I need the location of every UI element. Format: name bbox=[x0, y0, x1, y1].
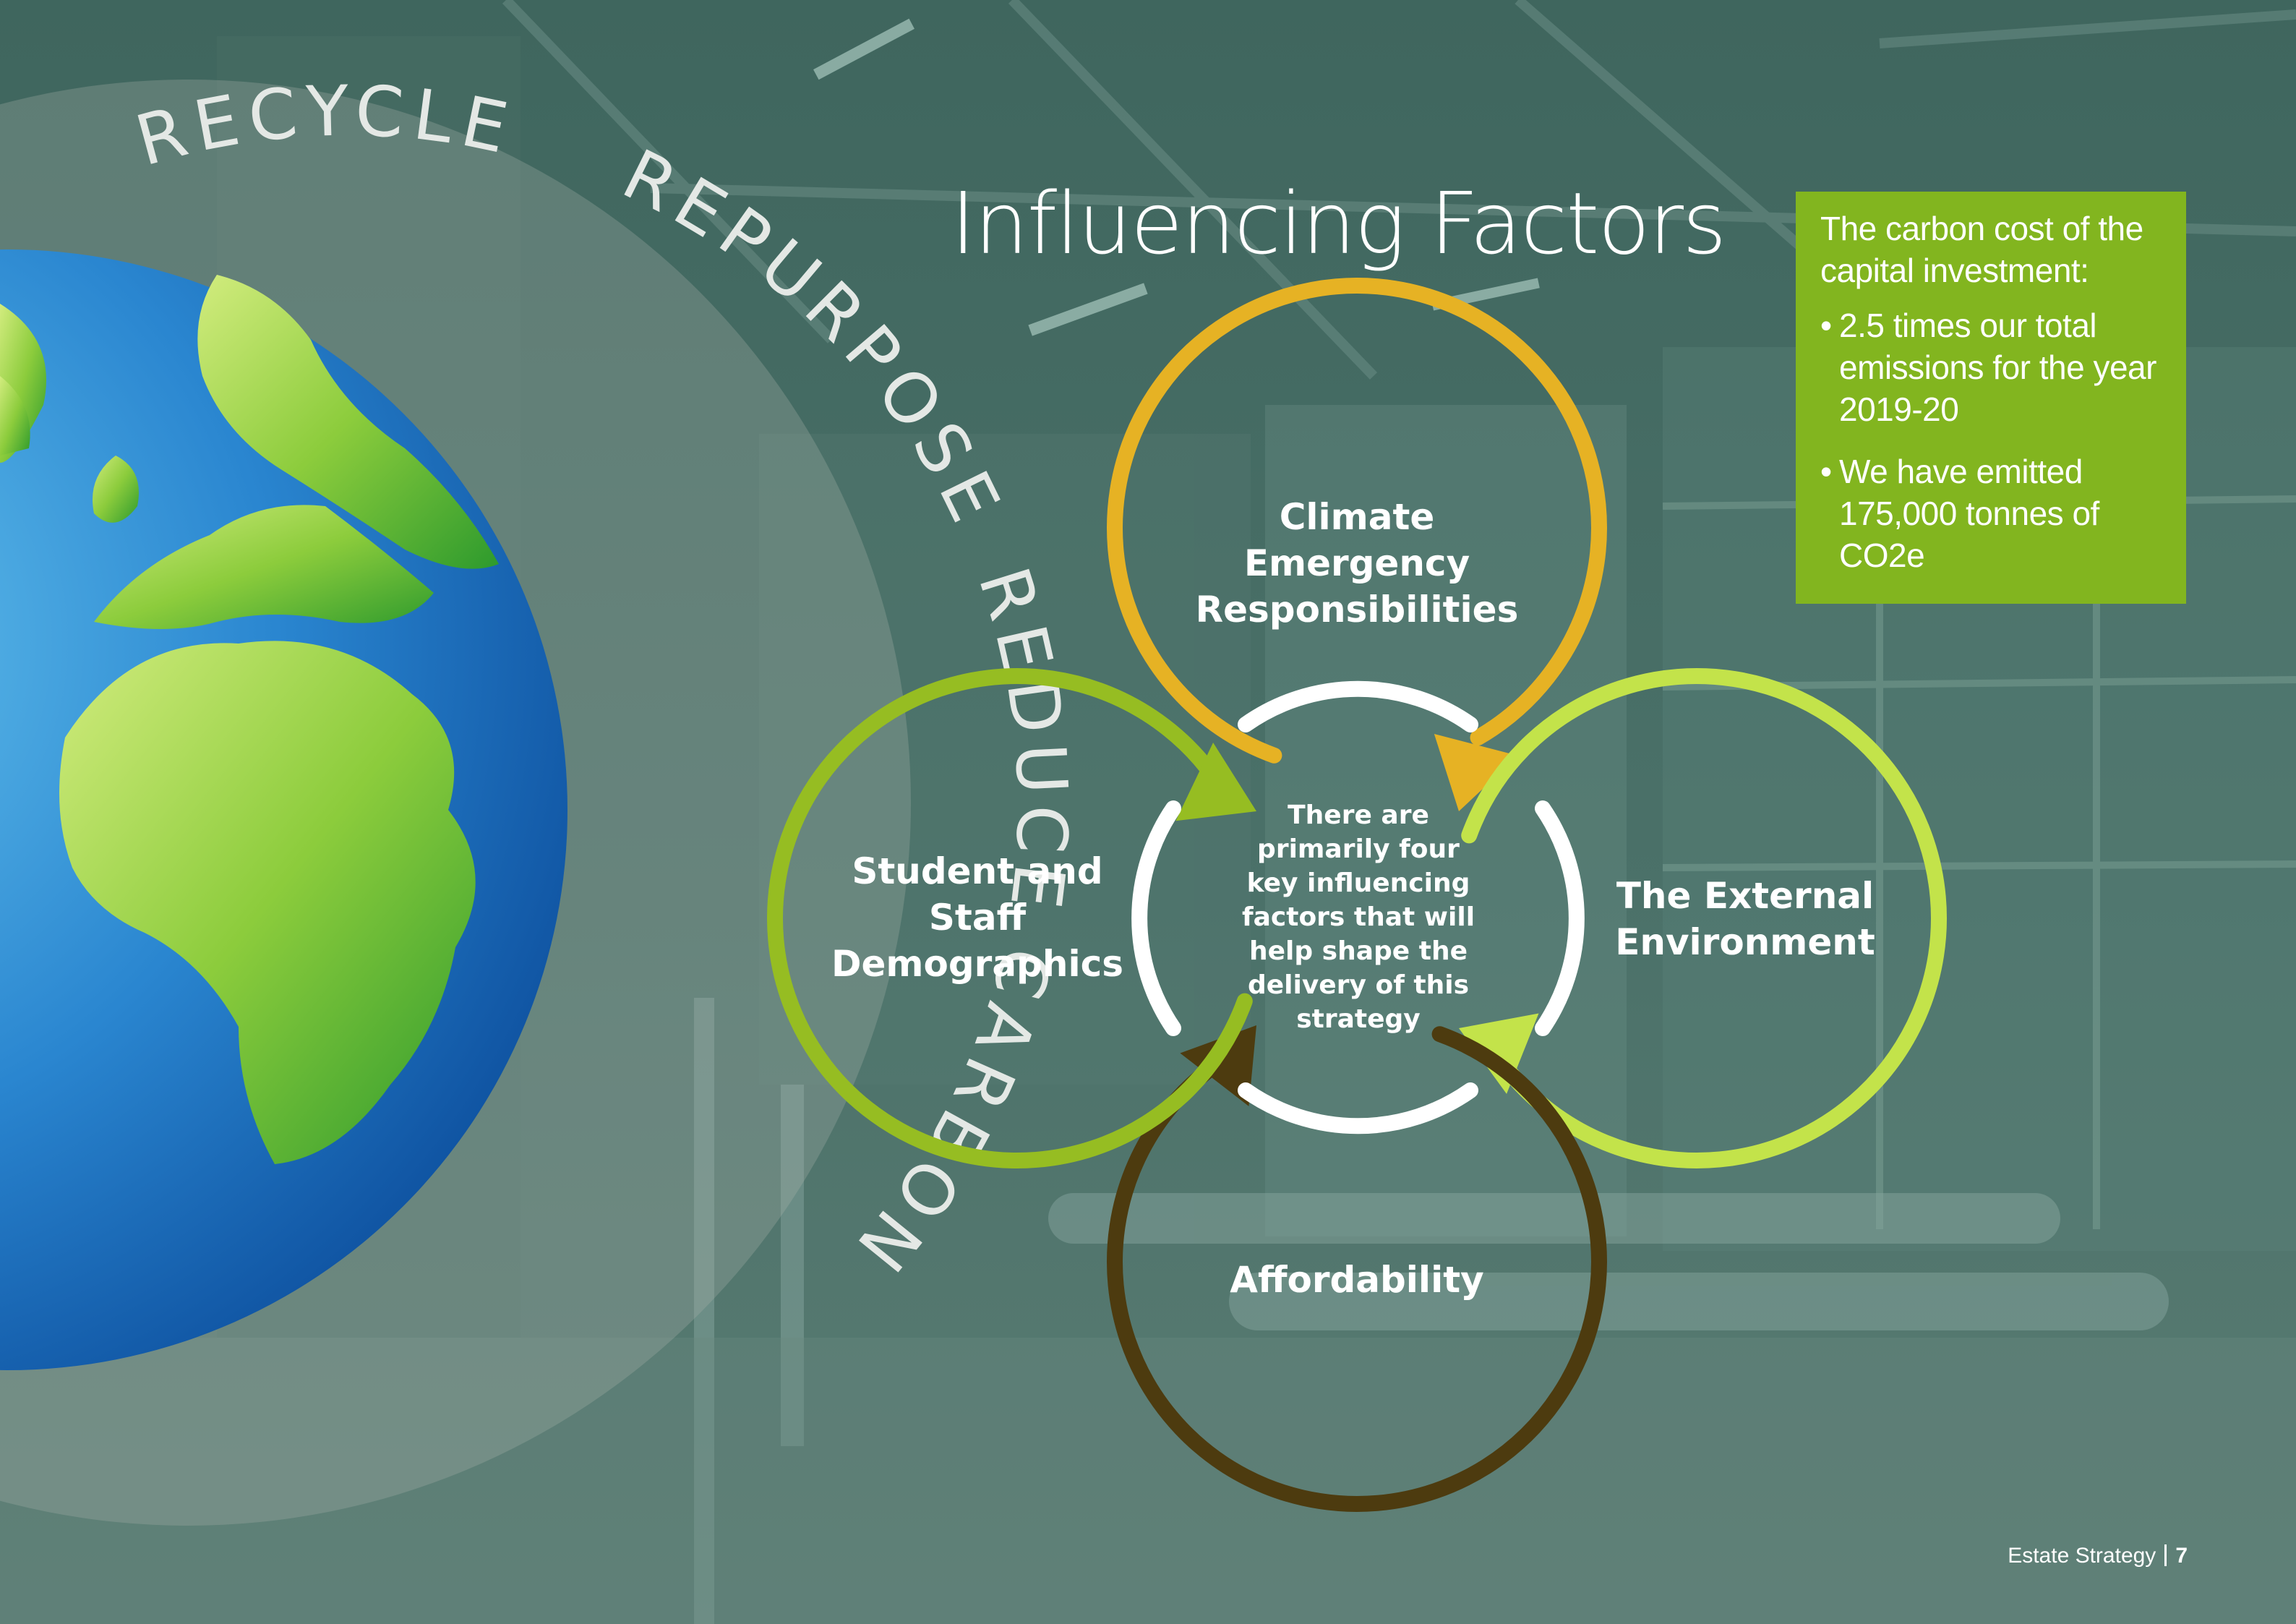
factor-arc-climate bbox=[1107, 278, 1607, 764]
center-text-line: help shape the bbox=[1249, 936, 1468, 966]
lbl-student-line: Student and bbox=[852, 850, 1102, 892]
footer-divider bbox=[2164, 1544, 2167, 1566]
lbl-climate-line: Emergency bbox=[1244, 542, 1470, 584]
center-text-line: strategy bbox=[1296, 1004, 1421, 1034]
lbl-student-line: Demographics bbox=[831, 943, 1123, 985]
callout-bullet-item: •We have emitted 175,000 tonnes of CO2e bbox=[1820, 453, 2099, 574]
center-text-line: key influencing bbox=[1247, 868, 1470, 898]
footer-document-label: Estate Strategy bbox=[2008, 1544, 2156, 1568]
factor-arrowhead-external bbox=[1459, 1013, 1539, 1094]
lbl-climate-line: Climate bbox=[1280, 496, 1435, 538]
page-footer: Estate Strategy 7 bbox=[2008, 1544, 2188, 1568]
factor-arrowhead-student bbox=[1175, 742, 1256, 821]
lbl-external-line: Environment bbox=[1615, 921, 1875, 963]
page-title: Influencing Factors bbox=[951, 174, 1727, 273]
earth-globe-illustration bbox=[0, 249, 567, 1370]
factor-label-affordability: Affordability bbox=[1230, 1259, 1483, 1301]
factor-arc-affordability bbox=[1107, 1026, 1607, 1512]
lbl-climate-line: Responsibilities bbox=[1196, 589, 1519, 631]
lbl-external-line: The External bbox=[1616, 875, 1874, 917]
page-number: 7 bbox=[2175, 1544, 2188, 1568]
center-text-line: There are bbox=[1288, 800, 1429, 830]
factor-arrowhead-climate bbox=[1434, 733, 1518, 811]
callout-bullet-item: •2.5 times our total emissions for the y… bbox=[1820, 307, 2156, 428]
center-ring bbox=[1131, 680, 1585, 1134]
factor-arc-external bbox=[1461, 668, 1947, 1168]
center-description: There are primarily four key influencing fa… bbox=[1242, 800, 1475, 1034]
callout-intro: The carbon cost of the capital investmen… bbox=[1820, 210, 2143, 289]
factor-arc-student bbox=[767, 668, 1253, 1168]
callout-bullet-list: •2.5 times our total emissions for the y… bbox=[1820, 304, 2164, 576]
callout-bullet-text: We have emitted 175,000 tonnes of CO2e bbox=[1839, 453, 2099, 574]
lbl-affordability-line: Affordability bbox=[1230, 1259, 1483, 1301]
center-text-line: delivery of this bbox=[1248, 970, 1469, 1000]
carbon-cost-callout: The carbon cost of the capital investmen… bbox=[1796, 192, 2186, 604]
callout-bullet-text: 2.5 times our total emissions for the ye… bbox=[1839, 307, 2156, 428]
lbl-student-line: Staff bbox=[929, 897, 1027, 939]
center-text-line: primarily four bbox=[1257, 834, 1460, 864]
center-text-line: factors that will bbox=[1242, 902, 1475, 932]
